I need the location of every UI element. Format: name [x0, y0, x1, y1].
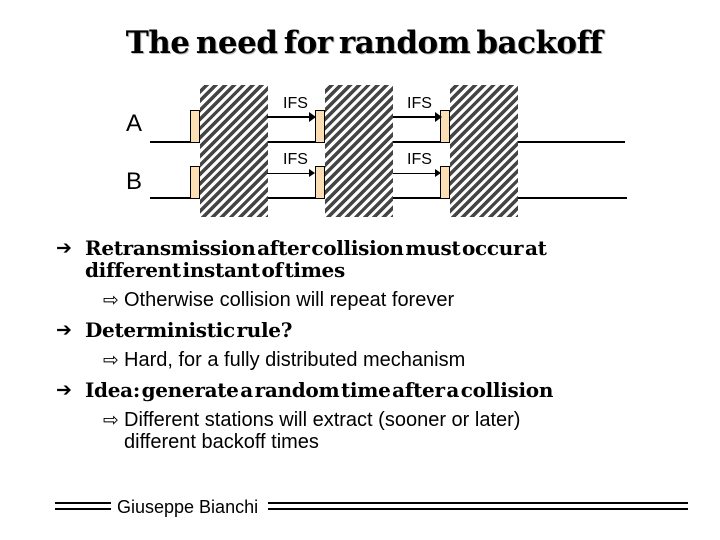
ifs-arrow-a2 [393, 116, 436, 118]
bullet-idea: ➔ Idea: generate a random time after a c… [45, 379, 685, 401]
frame-start-marker-b2 [315, 166, 325, 199]
frame-start-marker-a1 [190, 110, 200, 143]
bullet-list: ➔ Retransmission after collision must oc… [45, 237, 685, 461]
ifs-arrow-b1 [267, 173, 310, 174]
sub-bullet-arrow-icon: ⇨ [103, 289, 119, 311]
frame-start-marker-b1 [190, 166, 200, 199]
bullet-text-line: Idea: generate a random time after a col… [85, 378, 554, 402]
bullet-text-line: different backoff times [124, 431, 319, 453]
ifs-label-b2: IFS [407, 151, 432, 168]
frame-start-marker-a2 [315, 110, 325, 143]
footer-author: Giuseppe Bianchi [117, 497, 259, 517]
page-title: The need for random backoff [125, 25, 603, 61]
bullet-text-line: Hard, for a fully distributed mechanism [124, 349, 466, 371]
station-a-label: A [126, 110, 143, 137]
bullet-arrow-icon: ➔ [56, 379, 72, 401]
ifs-label-b1: IFS [283, 151, 308, 168]
ifs-label-a2: IFS [407, 95, 432, 112]
collision-hatched-block-3 [450, 85, 518, 217]
bullet-deterministic: ➔ Deterministic rule? [45, 319, 685, 341]
ifs-arrow-a1 [267, 116, 310, 118]
arrowhead-icon [309, 169, 315, 177]
bullet-text-line: Otherwise collision will repeat forever [124, 289, 455, 311]
frame-start-marker-a3 [440, 110, 450, 143]
frame-start-marker-b3 [440, 166, 450, 199]
footer-rule-left [55, 502, 111, 510]
bullet-retransmission: ➔ Retransmission after collision must oc… [45, 237, 685, 281]
station-b-label: B [126, 168, 143, 195]
ifs-label-a1: IFS [283, 95, 308, 112]
collision-hatched-block-2 [325, 85, 393, 217]
sub-bullet-different-stations: ⇨ Different stations will extract (soone… [45, 409, 685, 453]
arrowhead-icon [435, 169, 441, 177]
bullet-text-line: different instant of times [85, 258, 345, 282]
bullet-text-line: Deterministic rule? [85, 318, 293, 342]
footer-rule-right [268, 502, 688, 510]
bullet-text-line: Retransmission after collision must occu… [85, 236, 547, 260]
sub-bullet-arrow-icon: ⇨ [103, 409, 119, 431]
timing-diagram: A B IFS IFS IFS IFS [0, 0, 720, 230]
sub-bullet-hard: ⇨ Hard, for a fully distributed mechanis… [45, 349, 685, 371]
arrowhead-icon [435, 112, 442, 122]
bullet-arrow-icon: ➔ [56, 237, 72, 259]
sub-bullet-otherwise: ⇨ Otherwise collision will repeat foreve… [45, 289, 685, 311]
ifs-arrow-b2 [393, 173, 436, 174]
arrowhead-icon [309, 112, 316, 122]
sub-bullet-arrow-icon: ⇨ [103, 349, 119, 371]
bullet-arrow-icon: ➔ [56, 319, 72, 341]
bullet-text-line: Different stations will extract (sooner … [124, 409, 521, 431]
collision-hatched-block-1 [200, 85, 268, 217]
